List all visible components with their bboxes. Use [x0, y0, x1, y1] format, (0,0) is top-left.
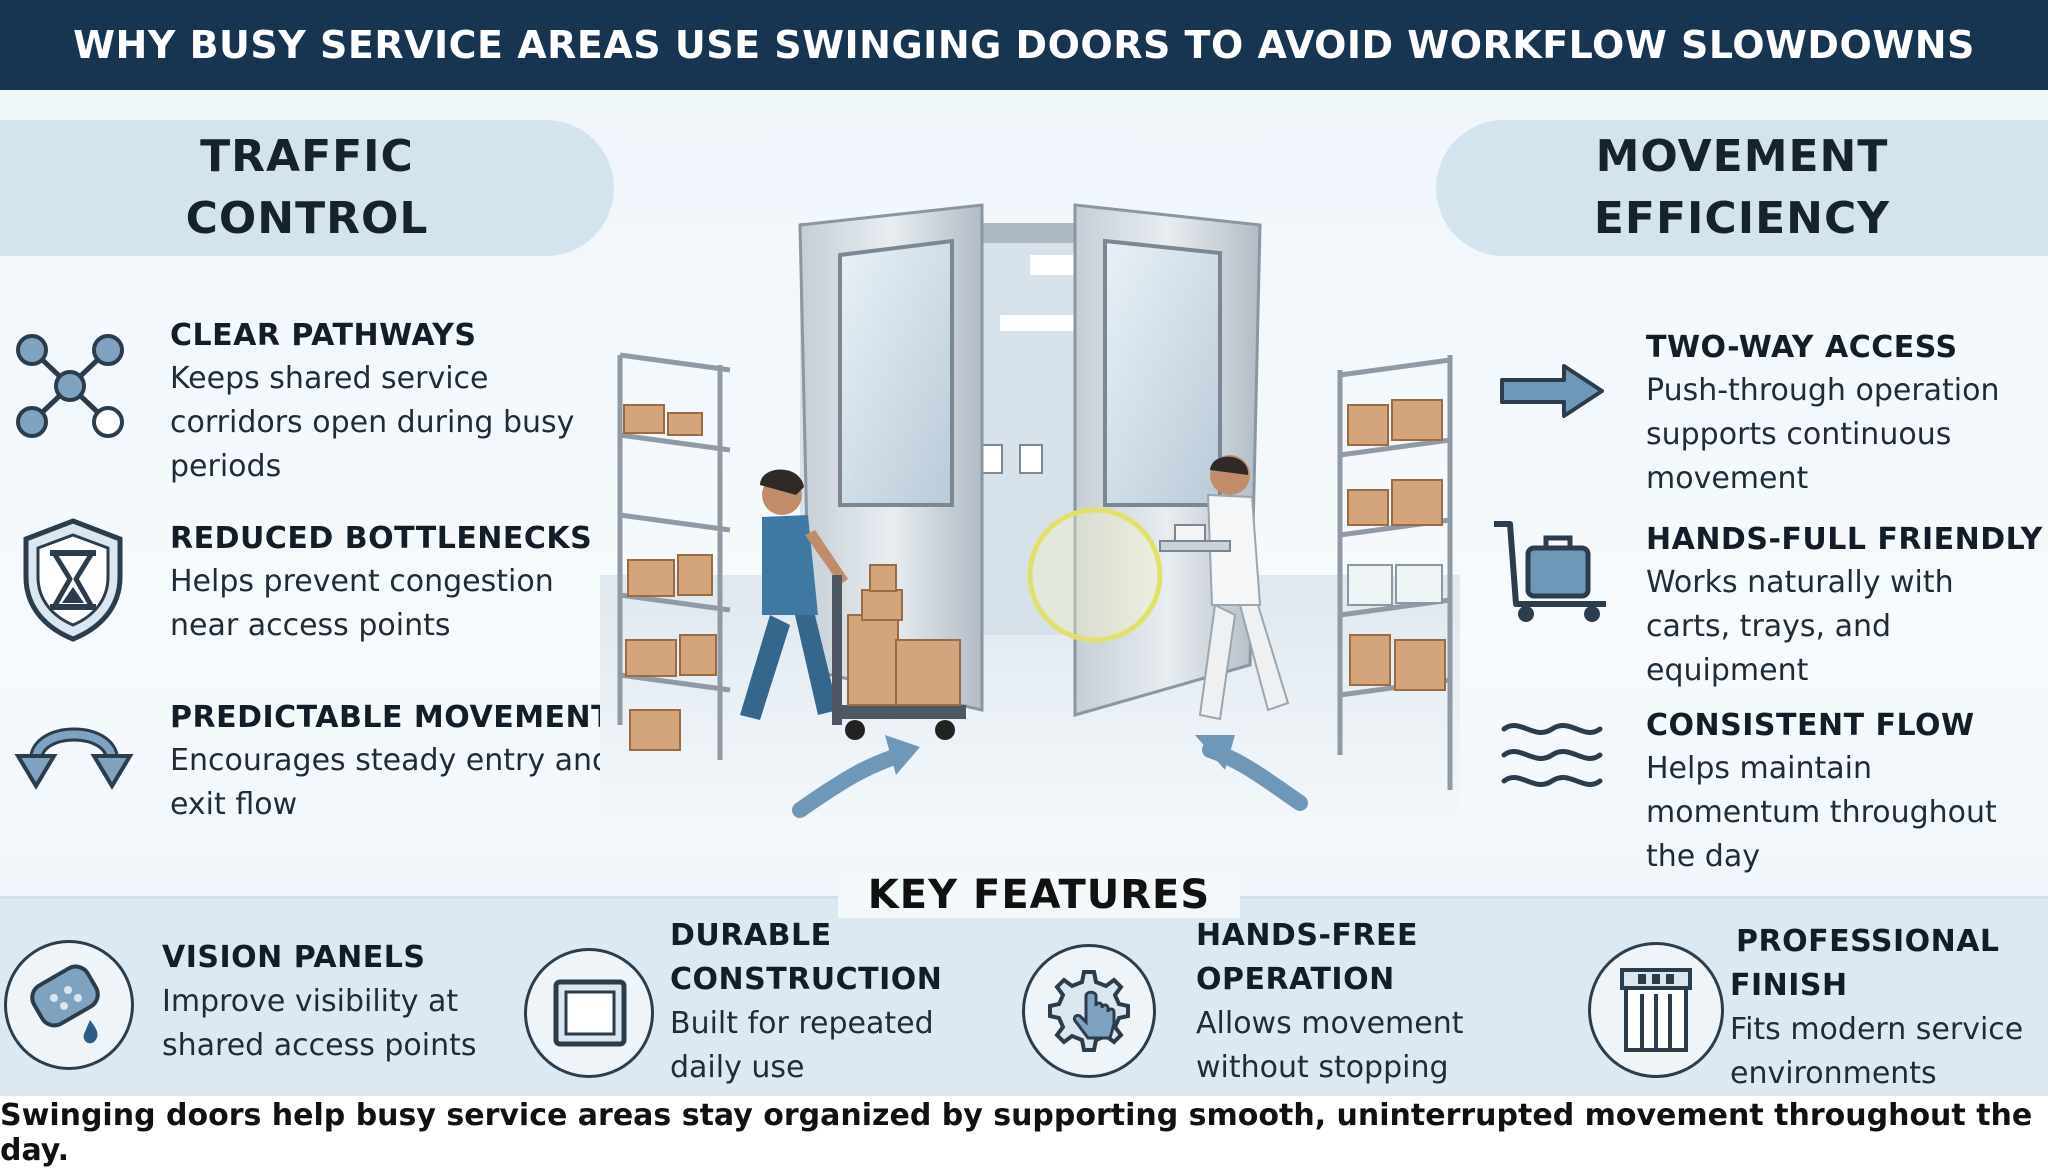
sponge-icon — [30, 964, 100, 1044]
reduced-bottlenecks-desc-1: Helps prevent congestion — [170, 564, 554, 599]
hands-full-friendly-desc-2: carts, trays, and — [1646, 609, 1892, 644]
movement-efficiency-heading: MOVEMENT EFFICIENCY — [1436, 120, 2048, 256]
key-features-title-wrap: KEY FEATURES — [0, 872, 2048, 918]
waves-icon — [1501, 723, 1603, 787]
hands-full-friendly-item: HANDS-FULL FRIENDLY Works naturally with… — [1646, 519, 2046, 693]
building-icon — [1620, 968, 1692, 1052]
vision-panels-feature: VISION PANELS Improve visibility at shar… — [162, 936, 512, 1068]
page-title: WHY BUSY SERVICE AREAS USE SWINGING DOOR… — [73, 23, 1975, 67]
luggage-cart-icon — [1494, 521, 1606, 622]
clear-pathways-desc-3: periods — [170, 449, 282, 484]
traffic-control-heading: TRAFFIC CONTROL — [0, 120, 614, 256]
hands-free-operation-feature: HANDS-FREE OPERATION Allows movement wit… — [1196, 914, 1536, 1090]
hands-free-operation-title-2: OPERATION — [1196, 962, 1395, 997]
professional-finish-title-2: FINISH — [1730, 968, 1848, 1003]
durable-construction-desc-1: Built for repeated — [670, 1006, 934, 1041]
hands-full-friendly-desc-3: equipment — [1646, 653, 1809, 688]
hands-full-friendly-title: HANDS-FULL FRIENDLY — [1646, 522, 2043, 557]
two-way-access-item: TWO-WAY ACCESS Push-through operation su… — [1646, 327, 2046, 501]
window-panel-icon — [553, 979, 627, 1047]
clear-pathways-desc-2: corridors open during busy — [170, 405, 575, 440]
header-bar: WHY BUSY SERVICE AREAS USE SWINGING DOOR… — [0, 0, 2048, 90]
vision-panels-desc-2: shared access points — [162, 1028, 477, 1063]
reduced-bottlenecks-title: REDUCED BOTTLENECKS — [170, 521, 593, 556]
consistent-flow-desc-3: the day — [1646, 839, 1760, 874]
reduced-bottlenecks-item: REDUCED BOTTLENECKS Helps prevent conges… — [170, 518, 610, 648]
hands-free-operation-desc-1: Allows movement — [1196, 1006, 1464, 1041]
network-nodes-icon — [16, 334, 124, 438]
consistent-flow-title: CONSISTENT FLOW — [1646, 708, 1975, 743]
shield-hourglass-icon — [23, 518, 123, 642]
clear-pathways-desc-1: Keeps shared service — [170, 361, 489, 396]
hands-free-operation-desc-2: without stopping — [1196, 1050, 1449, 1085]
predictable-movement-item: PREDICTABLE MOVEMENT Encourages steady e… — [170, 697, 630, 827]
durable-construction-feature: DURABLE CONSTRUCTION Built for repeated … — [670, 914, 1010, 1090]
two-way-access-title: TWO-WAY ACCESS — [1646, 330, 1958, 365]
predictable-movement-title: PREDICTABLE MOVEMENT — [170, 700, 613, 735]
traffic-control-heading-line2: CONTROL — [185, 193, 429, 244]
footer-bar: Swinging doors help busy service areas s… — [0, 1096, 2048, 1170]
professional-finish-desc-1: Fits modern service — [1730, 1012, 2024, 1047]
movement-efficiency-heading-line2: EFFICIENCY — [1593, 193, 1891, 244]
vision-panels-title: VISION PANELS — [162, 940, 426, 975]
key-features-title: KEY FEATURES — [837, 872, 1241, 918]
vision-panels-desc-1: Improve visibility at — [162, 984, 459, 1019]
clear-pathways-item: CLEAR PATHWAYS Keeps shared service corr… — [170, 315, 610, 489]
consistent-flow-desc-1: Helps maintain — [1646, 751, 1873, 786]
durable-construction-desc-2: daily use — [670, 1050, 805, 1085]
traffic-control-heading-line1: TRAFFIC — [200, 131, 414, 182]
consistent-flow-desc-2: momentum throughout — [1646, 795, 1997, 830]
clear-pathways-title: CLEAR PATHWAYS — [170, 318, 477, 353]
professional-finish-feature: PROFESSIONAL FINISH Fits modern service … — [1730, 920, 2048, 1096]
circular-arrows-icon — [14, 727, 134, 790]
hands-full-friendly-desc-1: Works naturally with — [1646, 565, 1954, 600]
gear-hand-icon — [1048, 970, 1130, 1052]
right-arrow-icon — [1500, 364, 1604, 418]
hands-free-operation-title-1: HANDS-FREE — [1196, 918, 1418, 953]
professional-finish-desc-2: environments — [1730, 1056, 1937, 1091]
swinging-doors-illustration — [600, 203, 1460, 835]
footer-text: Swinging doors help busy service areas s… — [0, 1098, 2033, 1168]
durable-construction-title-1: DURABLE — [670, 918, 832, 953]
consistent-flow-item: CONSISTENT FLOW Helps maintain momentum … — [1646, 705, 2046, 879]
predictable-movement-desc-1: Encourages steady entry and — [170, 743, 612, 778]
movement-efficiency-heading-line1: MOVEMENT — [1595, 131, 1889, 182]
predictable-movement-desc-2: exit flow — [170, 787, 298, 822]
reduced-bottlenecks-desc-2: near access points — [170, 608, 451, 643]
professional-finish-title-1: PROFESSIONAL — [1736, 924, 2000, 959]
two-way-access-desc-1: Push-through operation — [1646, 373, 2000, 408]
two-way-access-desc-3: movement — [1646, 461, 1809, 496]
durable-construction-title-2: CONSTRUCTION — [670, 962, 943, 997]
two-way-access-desc-2: supports continuous — [1646, 417, 1952, 452]
